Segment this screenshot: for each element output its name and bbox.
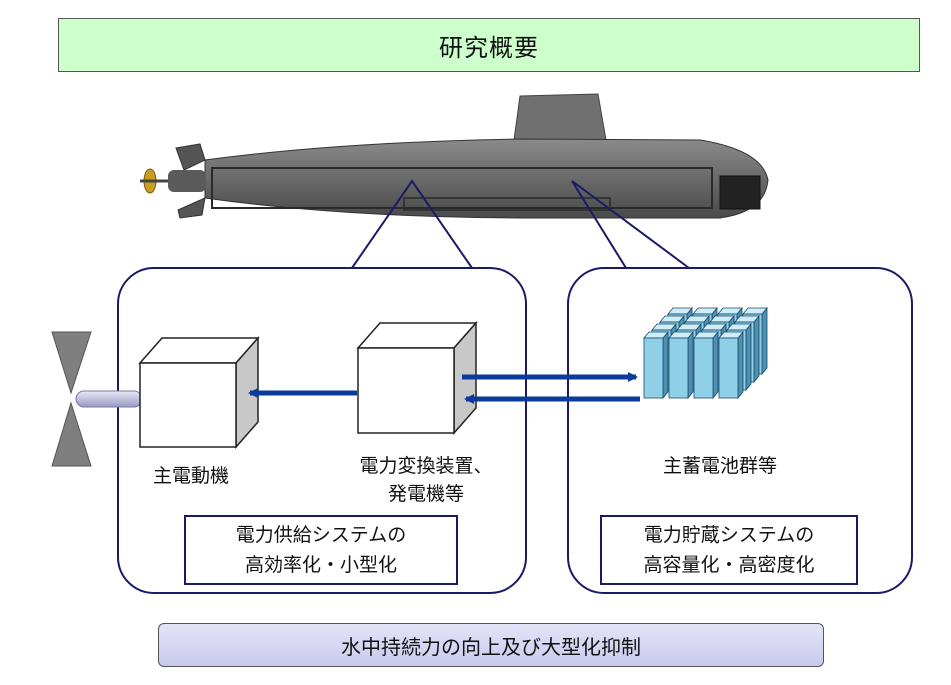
- submarine-upper-rudder: [175, 143, 206, 171]
- goal-text: 水中持続力の向上及び大型化抑制: [341, 634, 641, 659]
- supply-system-panel: [117, 267, 527, 594]
- main-motor-cube: [138, 336, 260, 449]
- supply-system-box: 電力供給システムの 高効率化・小型化: [184, 515, 458, 585]
- storage-system-box: 電力貯蔵システムの 高容量化・高密度化: [600, 515, 858, 585]
- supply-box-line2: 高効率化・小型化: [244, 554, 397, 576]
- supply-box-line1: 電力供給システムの: [235, 524, 407, 546]
- converter-label-line2: 発電機等: [387, 483, 464, 505]
- submarine-hull: [204, 138, 769, 219]
- converter-label-line1: 電力変換装置、: [359, 455, 493, 477]
- converter-label: 電力変換装置、 発電機等: [326, 452, 526, 508]
- submarine-bow-section: [719, 175, 761, 210]
- goal-banner: 水中持続力の向上及び大型化抑制: [158, 623, 824, 667]
- battery-cell: [718, 337, 739, 399]
- title-banner: 研究概要: [58, 18, 920, 72]
- battery-bank-icon: [643, 306, 768, 400]
- battery-label: 主蓄電池群等: [662, 455, 777, 477]
- battery-cell: [693, 337, 714, 399]
- supply-callout-line: [351, 179, 473, 269]
- battery-cell-side: [712, 330, 719, 400]
- submarine-internal-compartment: [211, 167, 713, 209]
- storage-system-panel: [567, 267, 913, 594]
- battery-cell-side: [761, 306, 768, 376]
- storage-box-line1: 電力貯蔵システムの: [643, 524, 815, 546]
- battery-cell-side: [687, 330, 694, 400]
- submarine-lower-rudder: [177, 197, 206, 219]
- submarine-tail-cone: [168, 170, 206, 192]
- propeller-icon: [51, 331, 143, 467]
- battery-cell: [643, 337, 664, 399]
- power-converter-cube: [356, 321, 478, 435]
- storage-box-line2: 高容量化・高密度化: [643, 554, 815, 576]
- main-motor-label: 主電動機: [152, 465, 229, 487]
- battery-cell-side: [745, 322, 752, 392]
- storage-callout-line: [571, 180, 690, 269]
- propeller-shaft: [75, 390, 143, 408]
- battery-cell-side: [737, 330, 744, 400]
- battery-cell: [668, 337, 689, 399]
- submarine-sail: [513, 93, 607, 141]
- battery-cell-side: [753, 314, 760, 384]
- title-text: 研究概要: [439, 33, 539, 62]
- battery-cell-side: [662, 330, 669, 400]
- submarine-illustration: [140, 93, 769, 219]
